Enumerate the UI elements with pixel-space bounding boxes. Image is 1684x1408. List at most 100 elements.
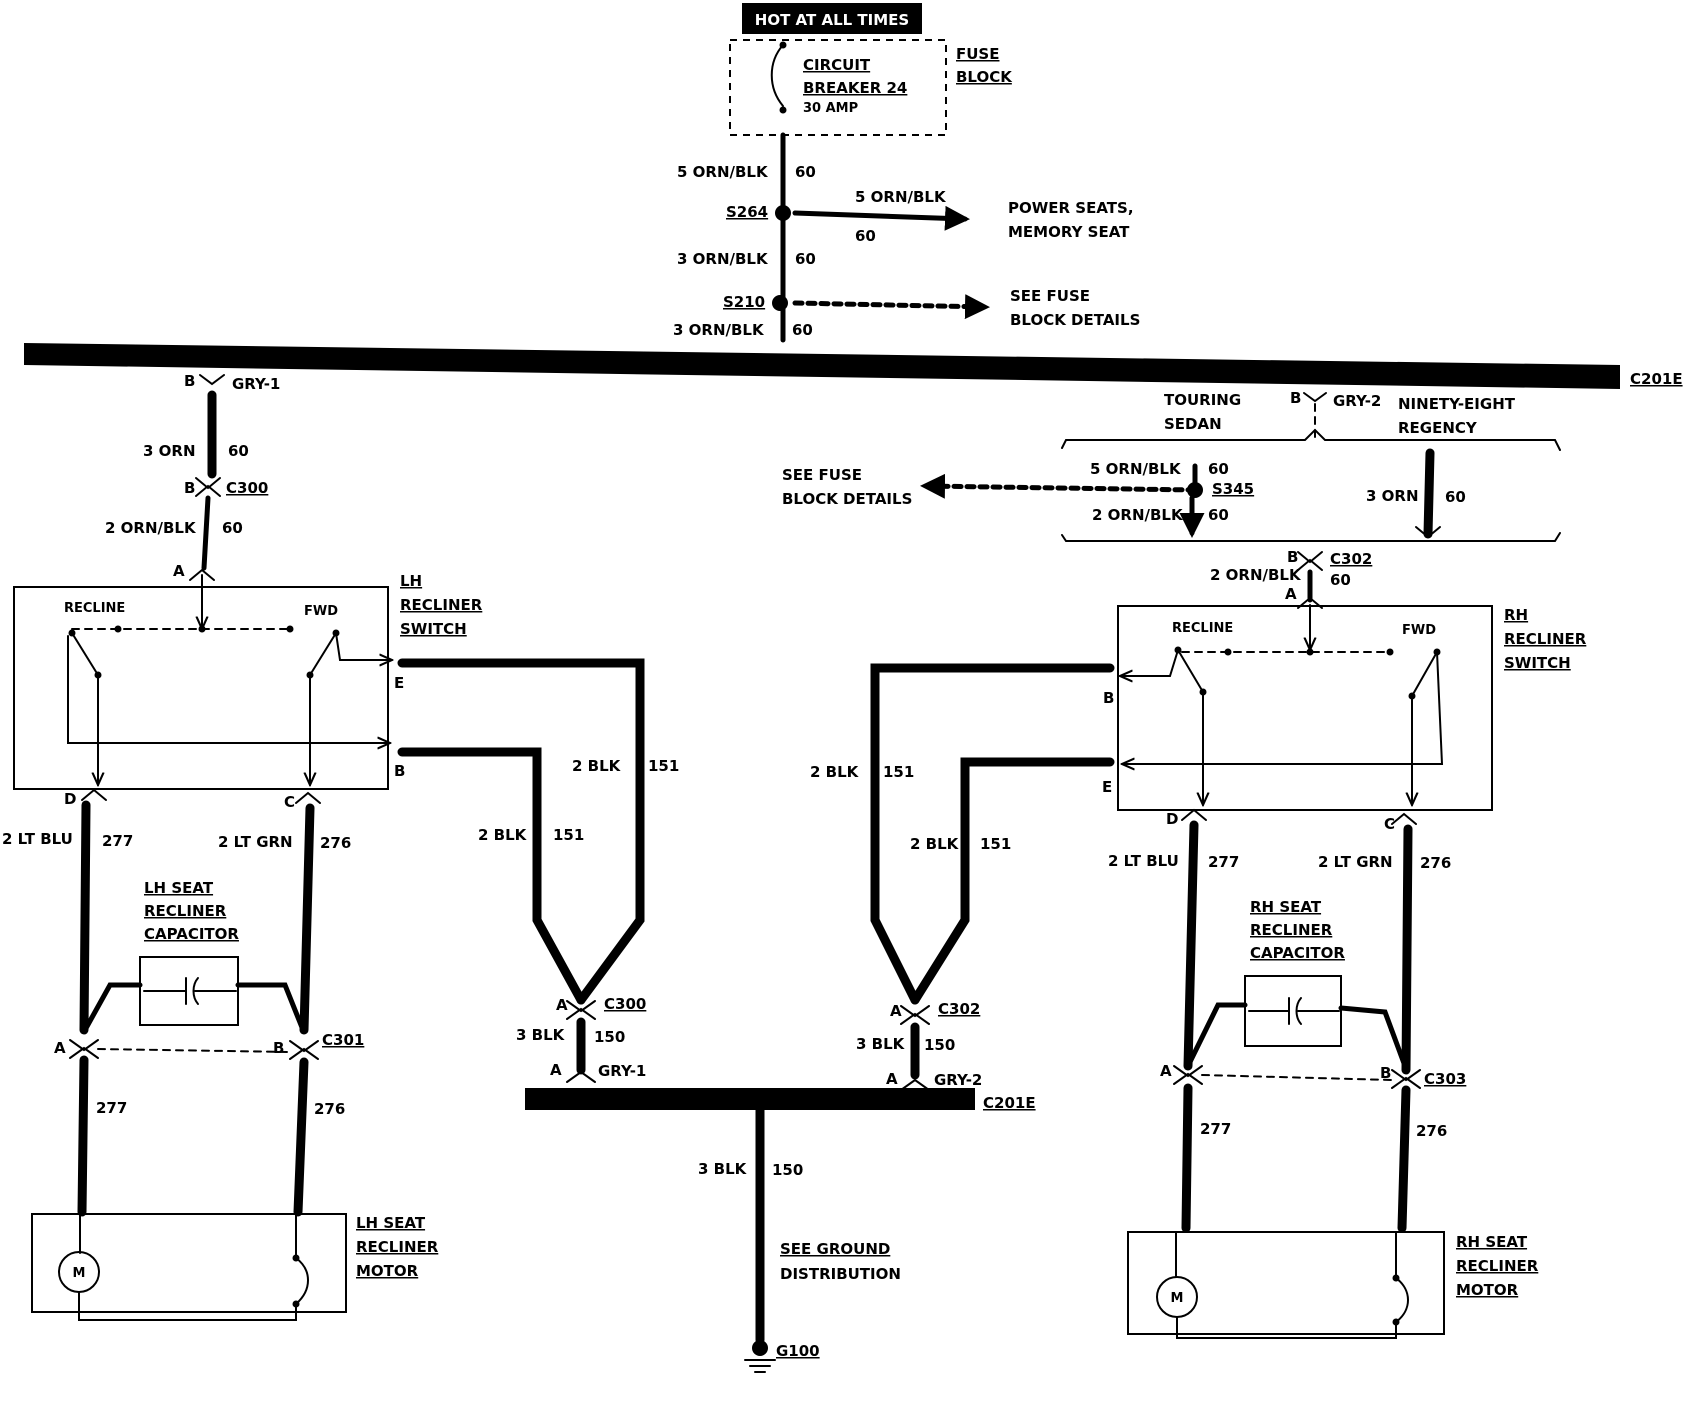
- svg-text:BLOCK DETAILS: BLOCK DETAILS: [782, 490, 912, 508]
- svg-text:C303: C303: [1424, 1070, 1466, 1088]
- splice-s345: [1187, 482, 1203, 498]
- breaker-label: CIRCUIT: [803, 56, 871, 74]
- svg-text:A: A: [556, 996, 568, 1014]
- svg-text:SWITCH: SWITCH: [1504, 654, 1571, 672]
- svg-text:HOT AT ALL TIMES: HOT AT ALL TIMES: [755, 11, 909, 29]
- svg-text:LH: LH: [400, 572, 422, 590]
- svg-text:LH SEAT: LH SEAT: [144, 879, 214, 897]
- svg-text:LH SEAT: LH SEAT: [356, 1214, 426, 1232]
- svg-text:151: 151: [980, 835, 1011, 853]
- svg-text:SEE FUSE: SEE FUSE: [782, 466, 862, 484]
- svg-text:REGENCY: REGENCY: [1398, 419, 1478, 437]
- svg-text:CAPACITOR: CAPACITOR: [1250, 944, 1345, 962]
- svg-text:2 ORN/BLK: 2 ORN/BLK: [1092, 506, 1184, 524]
- svg-text:B: B: [184, 479, 195, 497]
- svg-text:C300: C300: [226, 479, 268, 497]
- svg-text:3 ORN/BLK: 3 ORN/BLK: [677, 250, 769, 268]
- svg-text:2 LT BLU: 2 LT BLU: [2, 830, 73, 848]
- svg-text:DISTRIBUTION: DISTRIBUTION: [780, 1265, 901, 1283]
- svg-text:60: 60: [228, 442, 249, 460]
- svg-text:3 ORN: 3 ORN: [1366, 487, 1419, 505]
- svg-text:GRY-1: GRY-1: [598, 1062, 646, 1080]
- svg-text:2 BLK: 2 BLK: [572, 757, 622, 775]
- svg-text:RH SEAT: RH SEAT: [1250, 898, 1322, 916]
- svg-text:151: 151: [648, 757, 679, 775]
- svg-text:2 BLK: 2 BLK: [910, 835, 960, 853]
- svg-text:E: E: [394, 674, 404, 692]
- svg-text:S210: S210: [723, 293, 765, 311]
- top-feed-wire: 5 ORN/BLK 60 S264 5 ORN/BLK 60 POWER SEA…: [673, 132, 1140, 343]
- svg-text:B: B: [273, 1039, 284, 1057]
- svg-text:151: 151: [883, 763, 914, 781]
- svg-text:RECLINER: RECLINER: [1456, 1257, 1539, 1275]
- svg-text:A: A: [886, 1070, 898, 1088]
- svg-text:60: 60: [1208, 506, 1229, 524]
- svg-text:NINETY-EIGHT: NINETY-EIGHT: [1398, 395, 1516, 413]
- svg-text:GRY-2: GRY-2: [1333, 392, 1381, 410]
- svg-text:S264: S264: [726, 203, 768, 221]
- svg-text:BLOCK: BLOCK: [956, 68, 1013, 86]
- svg-text:277: 277: [1200, 1120, 1231, 1138]
- svg-text:A: A: [890, 1002, 902, 1020]
- svg-text:RECLINE: RECLINE: [64, 601, 125, 616]
- svg-text:SEE FUSE: SEE FUSE: [1010, 287, 1090, 305]
- svg-text:3 ORN: 3 ORN: [143, 442, 196, 460]
- rh-motor-wires: 2 LT BLU 277 2 LT GRN 276 RH SEAT RECLIN…: [1108, 808, 1466, 1233]
- svg-text:C: C: [1384, 815, 1395, 833]
- svg-text:D: D: [1166, 810, 1178, 828]
- svg-text:FWD: FWD: [304, 604, 338, 619]
- svg-text:60: 60: [1330, 571, 1351, 589]
- ground-icon: [744, 1340, 776, 1373]
- svg-text:FWD: FWD: [1402, 623, 1436, 638]
- svg-text:A: A: [54, 1039, 66, 1057]
- svg-text:C300: C300: [604, 995, 646, 1013]
- svg-text:MEMORY SEAT: MEMORY SEAT: [1008, 223, 1130, 241]
- svg-text:276: 276: [1420, 854, 1451, 872]
- fuse-block: CIRCUIT BREAKER 24 30 AMP FUSE BLOCK: [729, 39, 1013, 136]
- svg-text:SEE GROUND: SEE GROUND: [780, 1240, 890, 1258]
- svg-text:150: 150: [594, 1028, 625, 1046]
- svg-text:5 ORN/BLK: 5 ORN/BLK: [677, 163, 769, 181]
- rh-feed-wiring: TOURING SEDAN B GRY-2 NINETY-EIGHT REGEN…: [782, 389, 1561, 609]
- svg-text:RH SEAT: RH SEAT: [1456, 1233, 1528, 1251]
- svg-text:BLOCK DETAILS: BLOCK DETAILS: [1010, 311, 1140, 329]
- svg-text:277: 277: [1208, 853, 1239, 871]
- svg-text:276: 276: [320, 834, 351, 852]
- svg-text:A: A: [1285, 585, 1297, 603]
- svg-text:BREAKER 24: BREAKER 24: [803, 79, 907, 97]
- hot-at-all-times-label: HOT AT ALL TIMES: [742, 3, 922, 34]
- svg-text:60: 60: [1208, 460, 1229, 478]
- svg-text:3 BLK: 3 BLK: [856, 1035, 906, 1053]
- svg-text:A: A: [173, 562, 185, 580]
- svg-text:60: 60: [795, 163, 816, 181]
- svg-text:5 ORN/BLK: 5 ORN/BLK: [1090, 460, 1182, 478]
- svg-text:B: B: [1287, 548, 1298, 566]
- svg-text:3 ORN/BLK: 3 ORN/BLK: [673, 321, 765, 339]
- svg-text:2 LT GRN: 2 LT GRN: [1318, 853, 1393, 871]
- svg-text:2 LT BLU: 2 LT BLU: [1108, 852, 1179, 870]
- svg-text:C201E: C201E: [983, 1094, 1036, 1112]
- center-ground-wiring: 2 BLK 151 2 BLK 151 A C300 3 BLK 150 A G…: [397, 658, 1115, 1373]
- lh-seat-recliner-motor: M LH SEAT RECLINER MOTOR: [31, 1213, 439, 1321]
- svg-text:B: B: [184, 372, 195, 390]
- svg-text:2 BLK: 2 BLK: [478, 826, 528, 844]
- svg-text:A: A: [1160, 1062, 1172, 1080]
- svg-text:G100: G100: [776, 1342, 820, 1360]
- svg-text:C302: C302: [1330, 550, 1372, 568]
- svg-text:C301: C301: [322, 1031, 364, 1049]
- svg-text:2 ORN/BLK: 2 ORN/BLK: [1210, 566, 1302, 584]
- svg-text:A: A: [550, 1061, 562, 1079]
- svg-text:277: 277: [102, 832, 133, 850]
- c201e-bus-bar: C201E: [24, 343, 1683, 389]
- c201e-ground-bus: [525, 1088, 975, 1110]
- svg-text:60: 60: [1445, 488, 1466, 506]
- svg-text:E: E: [1102, 778, 1112, 796]
- svg-text:276: 276: [1416, 1122, 1447, 1140]
- svg-text:RECLINE: RECLINE: [1172, 621, 1233, 636]
- svg-text:RECLINER: RECLINER: [1250, 921, 1333, 939]
- svg-text:150: 150: [924, 1036, 955, 1054]
- svg-text:SEDAN: SEDAN: [1164, 415, 1222, 433]
- svg-text:30 AMP: 30 AMP: [803, 101, 858, 116]
- svg-text:MOTOR: MOTOR: [356, 1262, 419, 1280]
